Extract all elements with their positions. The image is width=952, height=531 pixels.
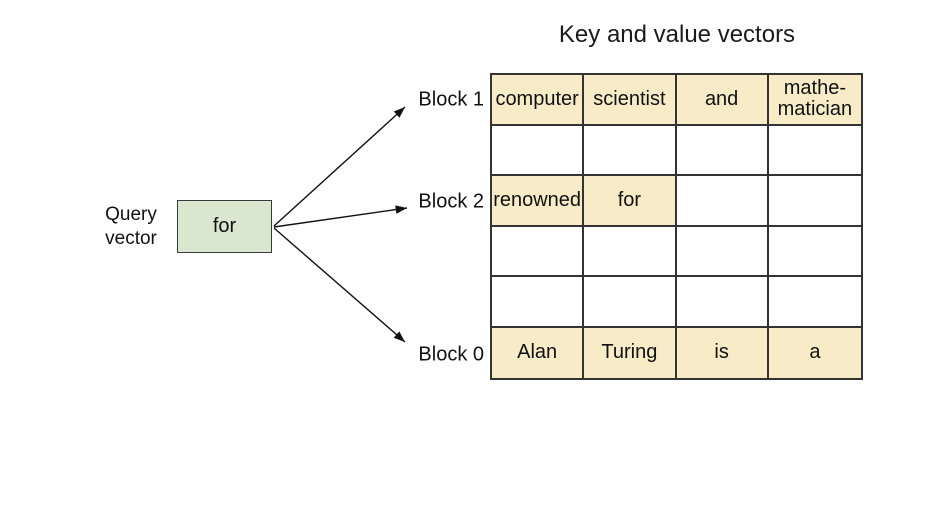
query-vector-label-line2: vector bbox=[105, 228, 157, 249]
table-cell bbox=[584, 277, 677, 328]
key-value-table: computer scientist and mathe-matician re… bbox=[490, 73, 863, 380]
table-cell bbox=[676, 176, 769, 227]
table-cell bbox=[768, 277, 861, 328]
table-cell bbox=[492, 125, 585, 176]
table-cell: renowned bbox=[492, 176, 585, 227]
arrow-query-to-block0 bbox=[273, 227, 406, 343]
table-cell: scientist bbox=[584, 75, 677, 126]
block-0-label: Block 0 bbox=[418, 343, 484, 366]
table-cell bbox=[676, 226, 769, 277]
table-cell bbox=[492, 277, 585, 328]
cell-text: a bbox=[809, 341, 821, 364]
block-1-label: Block 1 bbox=[418, 88, 484, 111]
cell-text: Alan bbox=[517, 341, 558, 364]
cell-text: scientist bbox=[593, 87, 666, 110]
cell-text: Turing bbox=[601, 341, 658, 364]
diagram-title: Key and value vectors bbox=[558, 21, 796, 48]
cell-text: is bbox=[714, 341, 729, 364]
block-2-label: Block 2 bbox=[418, 190, 484, 213]
table-cell: Turing bbox=[584, 327, 677, 378]
table-cell: mathe-matician bbox=[768, 75, 861, 126]
table-cell: computer bbox=[492, 75, 585, 126]
query-vector-label-line1: Query bbox=[105, 204, 157, 225]
query-vector-label: Query vector bbox=[99, 203, 163, 251]
query-box-text: for bbox=[212, 215, 237, 237]
table-cell bbox=[676, 277, 769, 328]
query-box: for bbox=[177, 200, 272, 253]
table-cell bbox=[584, 226, 677, 277]
table-cell bbox=[492, 226, 585, 277]
table-cell: a bbox=[768, 327, 861, 378]
table-cell: is bbox=[676, 327, 769, 378]
table-cell bbox=[768, 176, 861, 227]
table-cell: and bbox=[676, 75, 769, 126]
cell-text: mathe-matician bbox=[777, 77, 853, 121]
table-cell: for bbox=[584, 176, 677, 227]
cell-text: computer bbox=[495, 87, 579, 110]
cell-text: for bbox=[617, 188, 642, 211]
cell-text: and bbox=[704, 87, 739, 110]
table-cell bbox=[768, 226, 861, 277]
table-cell bbox=[584, 125, 677, 176]
cell-text: renowned bbox=[493, 188, 582, 211]
table-cell bbox=[768, 125, 861, 176]
table-cell bbox=[676, 125, 769, 176]
table-cell: Alan bbox=[492, 327, 585, 378]
